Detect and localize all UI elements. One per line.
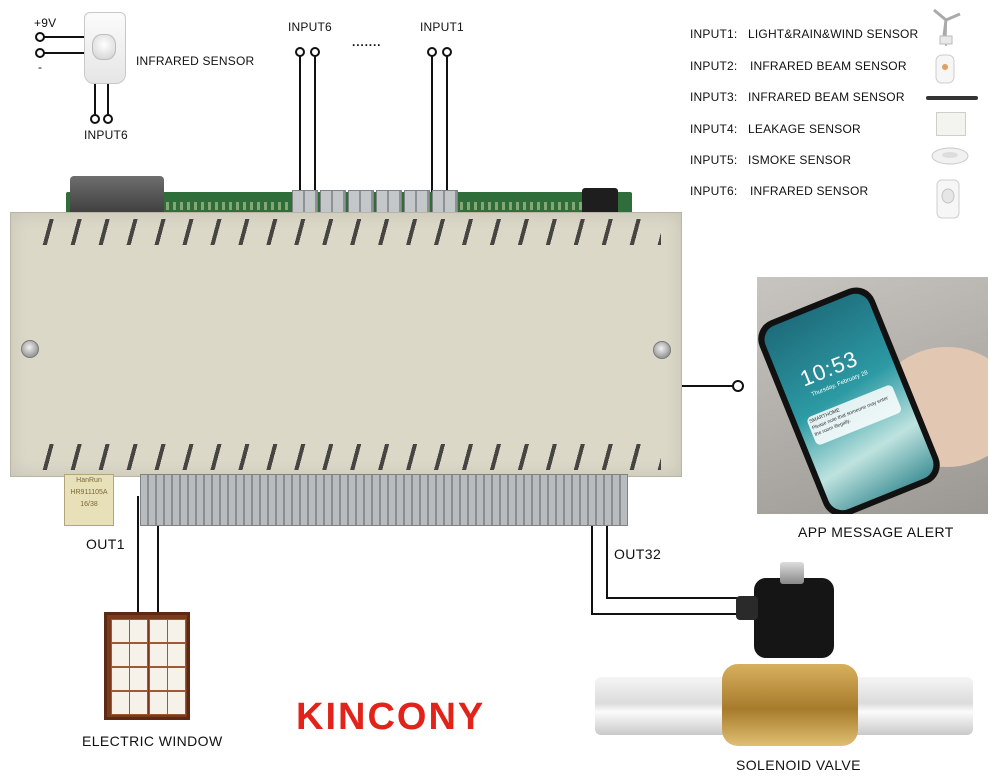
valve-body [722,664,858,746]
app-alert-photo: 10:53 Thursday, February 28 SMARTHOME Pl… [757,277,988,514]
legend-input: INPUT1: [690,27,738,41]
phone-screen: 10:53 Thursday, February 28 SMARTHOME Pl… [759,289,939,514]
window-pane [129,691,148,715]
window-pane [129,643,148,667]
beam-sensor-icon [935,54,955,84]
output-terminals [140,474,628,526]
infrared-lens-icon [92,34,116,60]
app-alert-label: APP MESSAGE ALERT [798,524,954,540]
controller-case [10,212,682,477]
legend-sensor: ISMOKE SENSOR [748,153,852,167]
window-pane [149,691,168,715]
legend-input: INPUT2: [690,59,738,73]
window-pane [129,619,148,643]
window-pane [149,619,168,643]
out32-label: OUT32 [614,546,662,562]
screw-icon [21,340,39,358]
input6-label: INPUT6 [288,20,332,34]
window-pane [111,643,130,667]
vent-slots [31,444,661,470]
legend-sensor: LEAKAGE SENSOR [748,122,861,136]
legend-input: INPUT5: [690,153,738,167]
minus-label: - [38,60,43,74]
weather-station-icon [933,8,961,46]
window-pane [149,643,168,667]
legend-sensor: INFRARED SENSOR [750,184,869,198]
legend-input: INPUT6: [690,184,738,198]
db9-connector-icon [70,176,164,216]
rj45-model: HR911105A [70,489,108,496]
phone-time: 10:53 [796,345,862,392]
window-pane [167,667,186,691]
window-pane [111,667,130,691]
rj45-brand: HanRun [76,477,102,484]
rj45-code: 16/38 [80,501,98,508]
legend-input: INPUT3: [690,90,738,104]
input6-sensor-label: INPUT6 [84,128,128,142]
rj45-port: HanRun HR911105A 16/38 [64,474,114,526]
electric-window-label: ELECTRIC WINDOW [82,733,223,749]
legend-sensor: INFRARED BEAM SENSOR [748,90,905,104]
plus-9v-label: +9V [34,16,57,30]
infrared-sensor-label: INFRARED SENSOR [136,54,255,68]
legend-sensor: LIGHT&RAIN&WIND SENSOR [748,27,919,41]
legend-input: INPUT4: [690,122,738,136]
screw-icon [653,341,671,359]
valve-coil [754,578,834,658]
window-pane [111,619,130,643]
window-pane [167,619,186,643]
legend-sensor: INFRARED BEAM SENSOR [750,59,907,73]
out1-label: OUT1 [86,536,125,552]
infrared-sensor-small-icon [936,179,960,219]
infrared-sensor-icon [84,12,126,84]
input1-label: INPUT1 [420,20,464,34]
cable-gland [736,596,758,620]
window-pane [149,667,168,691]
window-pane [167,691,186,715]
smoke-detector-icon [931,147,969,165]
leakage-sensor-icon [936,112,966,136]
solenoid-valve-label: SOLENOID VALVE [736,757,861,773]
vent-slots [31,219,661,245]
window-pane [129,667,148,691]
window-icon [104,612,190,720]
beam-bar-icon [926,96,978,100]
valve-cap [780,562,804,584]
kincony-logo: KINCONY [296,696,486,738]
ellipsis-dots: ······· [352,38,382,52]
window-pane [167,643,186,667]
window-pane [111,691,130,715]
